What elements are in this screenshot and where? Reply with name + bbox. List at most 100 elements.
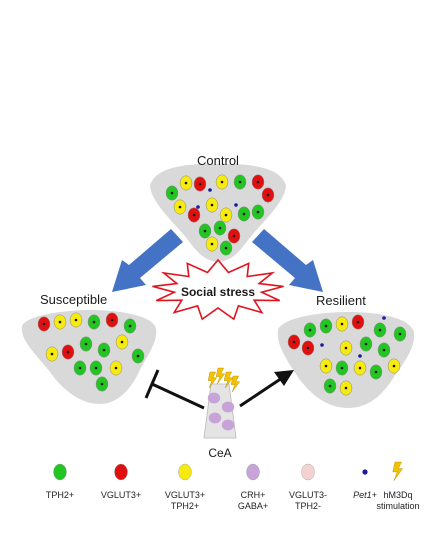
neuron-cell bbox=[79, 336, 93, 352]
neuron-cell bbox=[359, 336, 373, 352]
cell-nucleus bbox=[220, 180, 224, 184]
neuron-cell bbox=[393, 326, 407, 342]
legend-label-line2: GABA+ bbox=[237, 501, 269, 511]
cell-nucleus bbox=[364, 342, 368, 346]
cell-nucleus bbox=[50, 352, 54, 356]
cea-label: CeA bbox=[208, 446, 232, 460]
cell-nucleus bbox=[114, 366, 118, 370]
cell-nucleus bbox=[392, 364, 396, 368]
cell-nucleus bbox=[100, 382, 104, 386]
legend-item-0: TPH2+ bbox=[46, 490, 74, 501]
neuron-cell bbox=[219, 207, 233, 223]
hm3dq-bolt bbox=[223, 371, 234, 389]
legend-label-line2: TPH2+ bbox=[170, 501, 200, 511]
legend-icon-1 bbox=[114, 463, 128, 481]
susceptible-label: Susceptible bbox=[40, 292, 108, 307]
legend-label-line2: stimulation bbox=[376, 501, 420, 511]
cell-nucleus bbox=[340, 322, 344, 326]
neuron-cell bbox=[369, 364, 383, 380]
inhibition-bar bbox=[144, 369, 160, 399]
cell-nucleus bbox=[224, 246, 228, 250]
arrow-to-susceptible bbox=[112, 229, 183, 292]
arrow-to-resilient bbox=[252, 229, 323, 292]
cell-nucleus bbox=[378, 328, 382, 332]
cell-nucleus bbox=[266, 193, 270, 197]
social-stress-burst bbox=[152, 258, 284, 321]
legend-label: VGLUT3+ bbox=[100, 490, 142, 500]
neuron-cell bbox=[198, 223, 212, 239]
cell-nucleus bbox=[58, 320, 62, 324]
legend-item-2: VGLUT3+TPH2+ bbox=[165, 490, 205, 512]
neuron-cell bbox=[387, 358, 401, 374]
hm3dq-bolt bbox=[230, 375, 241, 393]
neuron-cell bbox=[131, 348, 145, 364]
legend-icon-pet1 bbox=[362, 469, 368, 475]
cell-nucleus bbox=[92, 320, 96, 324]
neuron-cell bbox=[123, 318, 137, 334]
neuron-cell bbox=[193, 176, 207, 192]
cell-nucleus bbox=[340, 366, 344, 370]
neuron-cell bbox=[353, 360, 367, 376]
pet1-marker bbox=[382, 316, 386, 320]
neuron-cell bbox=[205, 236, 219, 252]
neuron-cell bbox=[251, 174, 265, 190]
legend-label: CRH+ bbox=[240, 490, 266, 500]
cell-nucleus bbox=[203, 229, 207, 233]
cell-nucleus bbox=[358, 366, 362, 370]
cell-nucleus bbox=[198, 182, 202, 186]
cell-nucleus bbox=[242, 212, 246, 216]
neuron-cell bbox=[237, 206, 251, 222]
neuron-cell bbox=[109, 360, 123, 376]
cell-nucleus bbox=[84, 342, 88, 346]
cell-nucleus bbox=[344, 386, 348, 390]
neuron-cell bbox=[53, 314, 67, 330]
legend-icon-hm3dq bbox=[392, 461, 404, 481]
neuron-cell bbox=[233, 174, 247, 190]
cell-nucleus bbox=[128, 324, 132, 328]
neuron-cell bbox=[339, 340, 353, 356]
cell-nucleus bbox=[308, 328, 312, 332]
social-stress-label: Social stress bbox=[180, 285, 256, 299]
inhibition-line bbox=[151, 382, 205, 410]
neuron-cell bbox=[251, 204, 265, 220]
neuron-cell bbox=[115, 334, 129, 350]
neuron-cell bbox=[87, 314, 101, 330]
cell-nucleus bbox=[170, 191, 174, 195]
neuron-cell bbox=[37, 316, 51, 332]
neuron-cell bbox=[227, 228, 241, 244]
neuron-cell bbox=[45, 346, 59, 362]
cell-nucleus bbox=[110, 318, 114, 322]
cell-nucleus bbox=[344, 346, 348, 350]
cell-nucleus bbox=[256, 180, 260, 184]
neuron-cell bbox=[301, 340, 315, 356]
neuron-cell bbox=[205, 197, 219, 213]
neuron-cell bbox=[323, 378, 337, 394]
cell-nucleus bbox=[210, 203, 214, 207]
activation-line bbox=[239, 376, 283, 408]
cell-nucleus bbox=[94, 366, 98, 370]
cell-nucleus bbox=[306, 346, 310, 350]
control-label: Control bbox=[197, 153, 239, 168]
cell-nucleus bbox=[324, 364, 328, 368]
neuron-cell bbox=[261, 187, 275, 203]
pet1-marker bbox=[208, 188, 212, 192]
legend-item-5: Pet1+ bbox=[353, 490, 377, 501]
cell-nucleus bbox=[238, 180, 242, 184]
neuron-cell bbox=[213, 220, 227, 236]
cell-nucleus bbox=[178, 205, 182, 209]
cell-nucleus bbox=[74, 318, 78, 322]
crh-gaba-cell bbox=[221, 401, 235, 413]
cell-nucleus bbox=[42, 322, 46, 326]
neuron-cell bbox=[97, 342, 111, 358]
cell-nucleus bbox=[102, 348, 106, 352]
neuron-cell bbox=[165, 185, 179, 201]
legend-item-4: VGLUT3-TPH2- bbox=[289, 490, 327, 512]
resilient-label: Resilient bbox=[316, 293, 366, 308]
cell-nucleus bbox=[398, 332, 402, 336]
neuron-cell bbox=[287, 334, 301, 350]
cell-nucleus bbox=[218, 226, 222, 230]
legend-label: Pet1+ bbox=[353, 490, 377, 500]
neuron-cell bbox=[335, 360, 349, 376]
neuron-cell bbox=[319, 358, 333, 374]
